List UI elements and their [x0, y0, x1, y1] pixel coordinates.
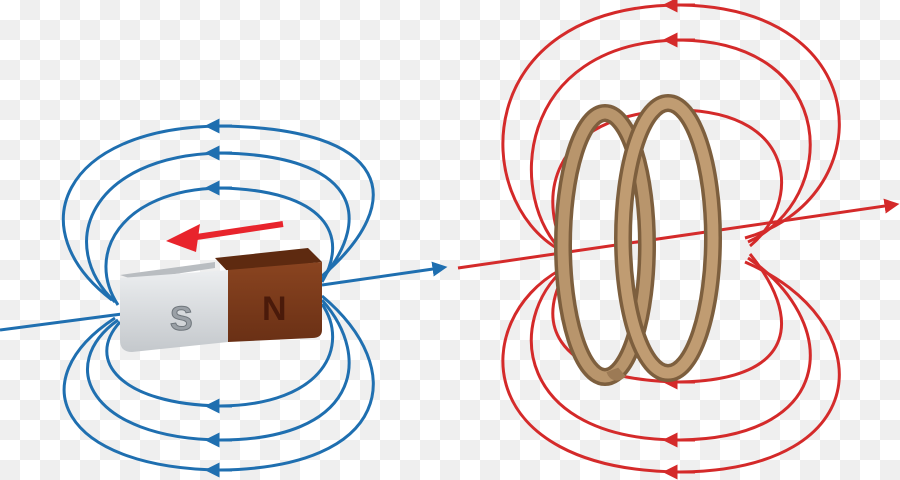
direction-arrow: [189, 221, 284, 241]
north-pole: [228, 262, 322, 342]
coil-axis: [457, 198, 900, 270]
coil-field-lines: [457, 0, 900, 480]
field-axis-left: [0, 312, 123, 332]
bar-magnet-field-lines: [0, 118, 448, 478]
bar-magnet: S N: [120, 248, 322, 352]
north-label: N: [262, 290, 287, 328]
south-pole: [120, 270, 228, 352]
field-axis-right: [321, 261, 448, 287]
coil: [554, 94, 722, 386]
direction-arrow-head: [166, 224, 200, 252]
south-label: S: [170, 300, 193, 338]
